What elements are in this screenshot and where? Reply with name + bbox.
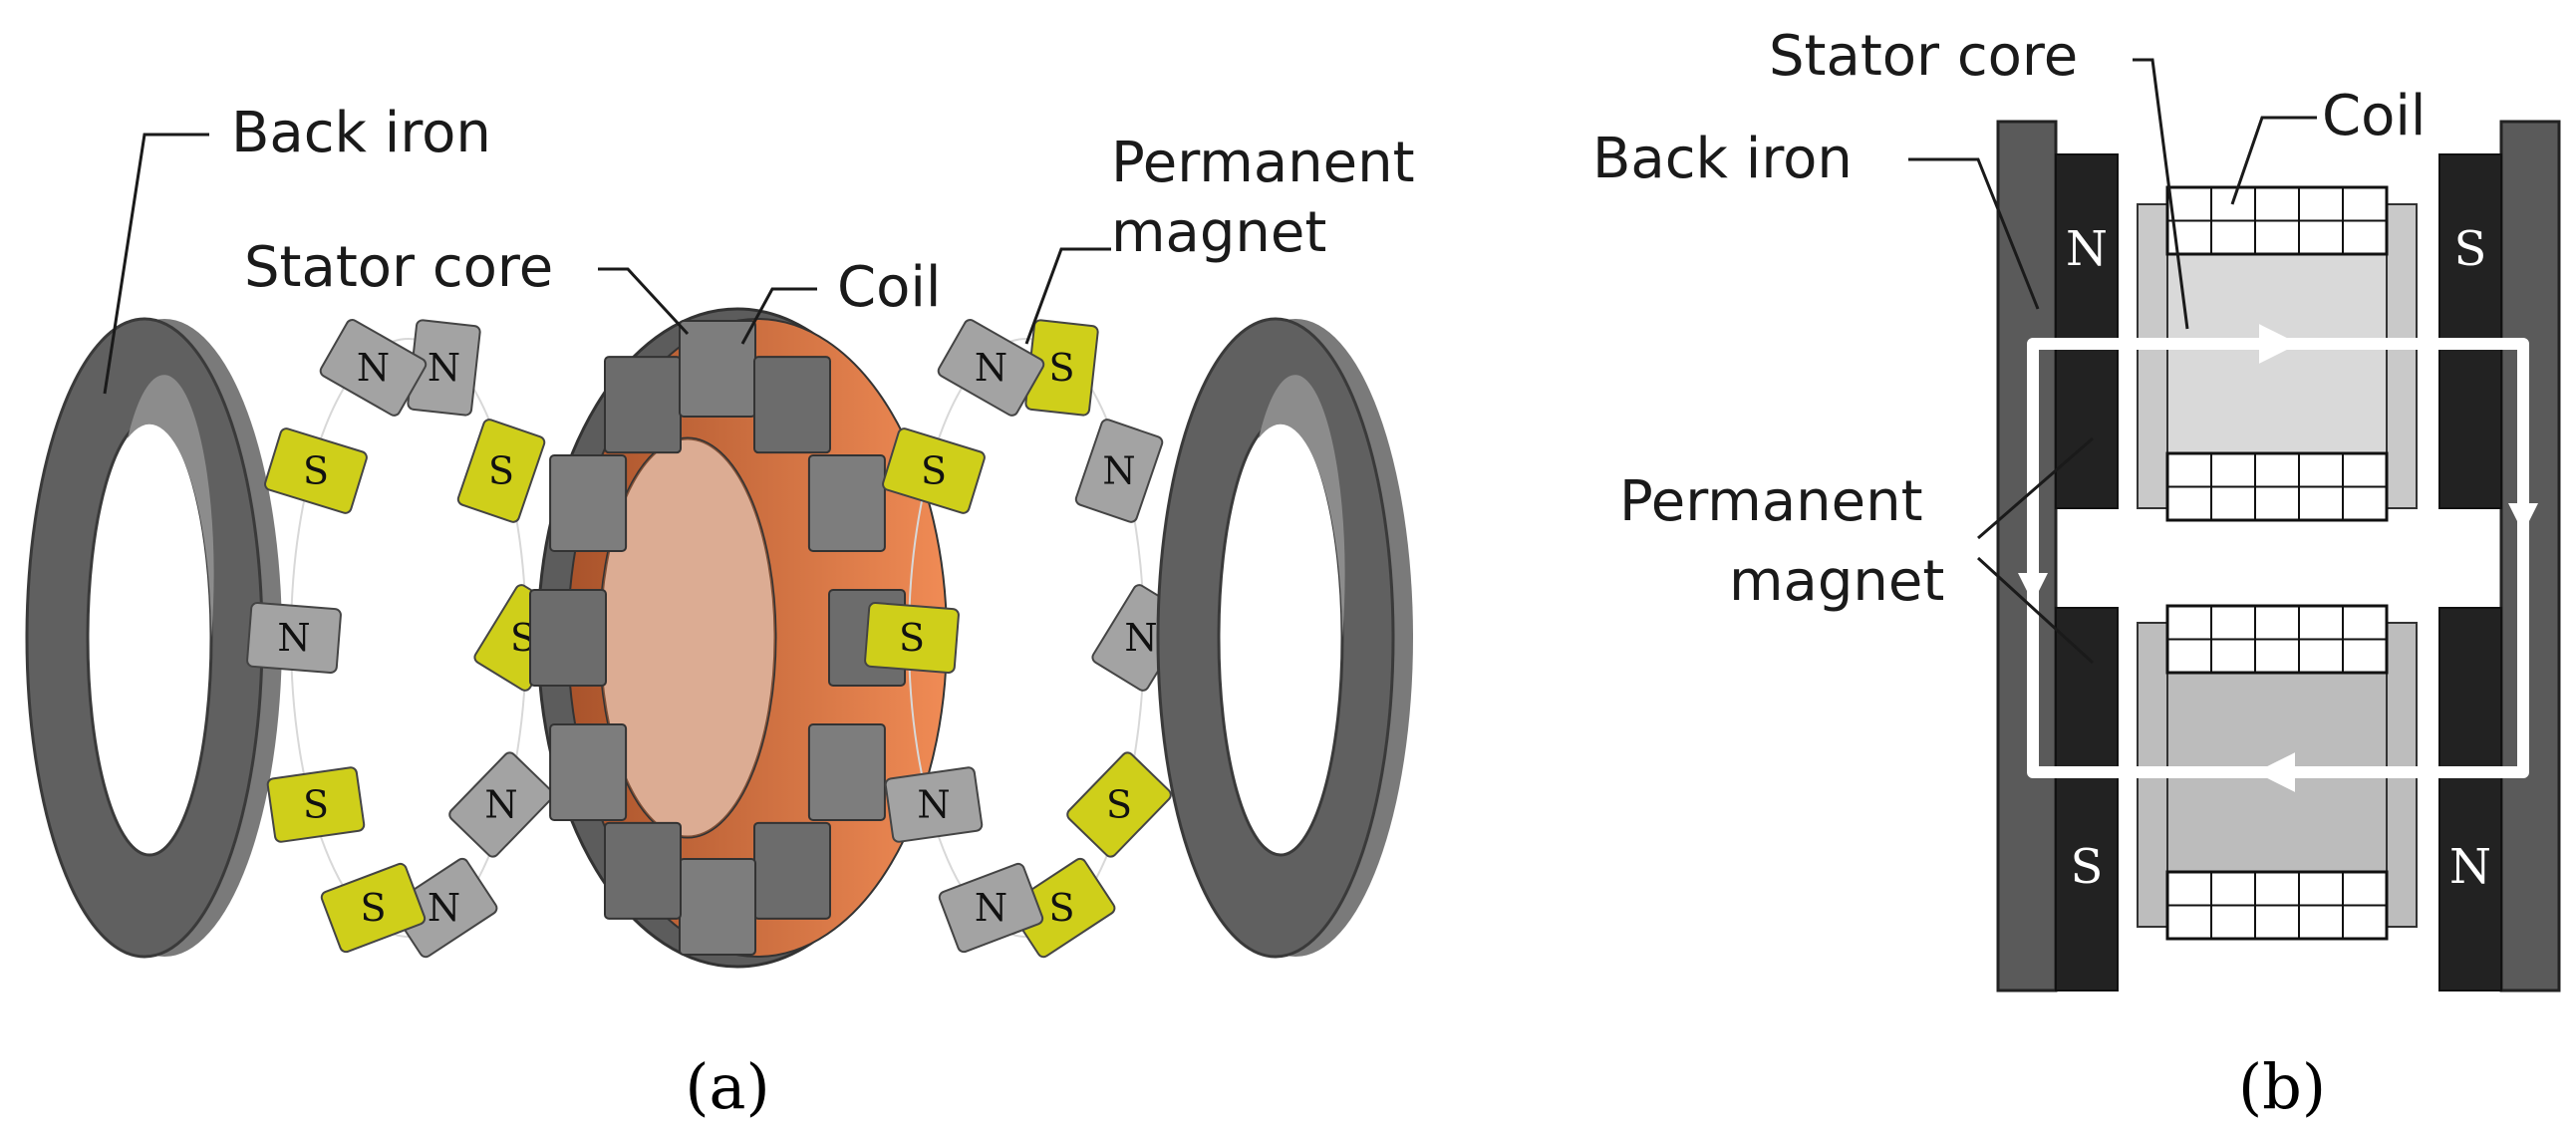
right-ring-magnet-segment xyxy=(937,319,1045,417)
right-ring-magnet-segment xyxy=(864,602,960,674)
magnet-upper-right xyxy=(2438,153,2502,509)
left-ring-pole-label: S xyxy=(360,886,386,930)
label-coil-a: Coil xyxy=(837,255,941,320)
coil-upper-bottom xyxy=(2165,451,2389,522)
right-ring-pole-label: N xyxy=(1102,448,1135,492)
right-ring-pole-label: N xyxy=(975,886,1007,930)
right-ring-magnet-segment xyxy=(882,427,986,514)
right-ring-magnet-segment xyxy=(1007,857,1116,959)
leader-lines-a xyxy=(103,133,1111,395)
flux-arrow-top xyxy=(2259,324,2299,364)
right-ring-pole-label: S xyxy=(1049,346,1075,390)
left-ring-magnet-segment xyxy=(246,602,342,674)
left-ring-pole-label: S xyxy=(303,448,329,492)
back-iron-plate-right xyxy=(2499,120,2561,992)
left-ring-pole-label: N xyxy=(428,346,460,390)
right-ring-pole-label: N xyxy=(975,346,1007,390)
left-ring-magnet-segment xyxy=(390,857,498,959)
label-back-iron-a: Back iron xyxy=(231,101,491,165)
leader-lines-b xyxy=(1908,58,2317,665)
label-stator-core-a: Stator core xyxy=(244,235,553,300)
left-ring-magnet-segment xyxy=(319,319,428,417)
label-coil-b: Coil xyxy=(2322,84,2426,148)
caption-a: (a) xyxy=(685,1050,769,1123)
stator-flange-upper-left xyxy=(2137,203,2168,509)
stator-tooth xyxy=(807,454,886,552)
stator-teeth xyxy=(529,320,906,956)
left-ring-magnet-segment xyxy=(264,427,368,514)
left-ring-pole-label: S xyxy=(303,783,329,827)
label-magnet-a: magnet xyxy=(1111,200,1326,265)
right-ring-pole-label: S xyxy=(921,448,947,492)
right-ring-pole-label: S xyxy=(1049,886,1075,930)
label-magnet-b: magnet xyxy=(1729,549,1944,614)
right-ring-magnet-segment xyxy=(1066,751,1172,858)
stator-tooth xyxy=(549,454,628,552)
stator-tooth xyxy=(753,356,831,454)
stator-tooth xyxy=(604,356,682,454)
pole-lower-right: N xyxy=(2449,839,2491,895)
stator-tooth xyxy=(549,723,628,821)
left-ring-pole-label: N xyxy=(428,886,460,930)
left-ring-pole-label: S xyxy=(488,448,514,492)
stator-tooth xyxy=(604,821,682,920)
stator-tooth xyxy=(679,858,756,956)
magnet-lower-right xyxy=(2438,607,2502,992)
right-ring-pole-label: N xyxy=(917,783,950,827)
label-permanent-a: Permanent xyxy=(1111,131,1415,195)
magnet-lower-left xyxy=(2055,607,2119,992)
coil-lower-bottom xyxy=(2165,870,2389,941)
label-back-iron-b: Back iron xyxy=(1592,127,1853,191)
left-ring-magnet-segment xyxy=(456,419,546,523)
stator-tooth xyxy=(679,320,756,418)
right-ring-magnet-segment xyxy=(884,766,984,843)
stator-tooth xyxy=(753,821,831,920)
flux-arrow-left xyxy=(2018,573,2048,603)
flux-path xyxy=(2027,338,2529,778)
pole-upper-right: S xyxy=(2454,221,2487,277)
stator-tooth xyxy=(529,589,607,687)
left-ring-pole-label: N xyxy=(484,783,517,827)
right-ring-pole-label: S xyxy=(1106,783,1132,827)
stator-coil-assembly xyxy=(529,307,948,969)
coil-upper-top xyxy=(2165,185,2389,256)
stator-flange-upper-right xyxy=(2386,203,2418,509)
back-iron-disc-left xyxy=(25,317,282,959)
magnet-upper-left xyxy=(2055,153,2119,509)
left-ring-pole-label: N xyxy=(357,346,390,390)
flux-arrow-bottom xyxy=(2255,752,2295,792)
panel-b: N S S N Stator core Coil Back iron Perma… xyxy=(1592,24,2561,1123)
pole-lower-left: S xyxy=(2071,839,2104,895)
left-ring-magnet-segment xyxy=(266,766,366,843)
caption-b: (b) xyxy=(2238,1050,2326,1123)
right-ring-pole-label: S xyxy=(899,616,925,660)
label-permanent-b: Permanent xyxy=(1619,469,1923,534)
flux-arrow-right xyxy=(2508,503,2538,533)
right-ring-magnet-segment xyxy=(938,862,1044,954)
left-ring-magnet-segment xyxy=(320,862,427,954)
left-ring-magnet-segment xyxy=(448,751,554,858)
right-ring-magnet-segment xyxy=(1074,419,1164,523)
stator-tooth xyxy=(807,723,886,821)
left-ring-pole-label: N xyxy=(277,616,310,660)
label-stator-core-b: Stator core xyxy=(1769,24,2078,89)
right-ring-pole-label: N xyxy=(1124,616,1157,660)
pole-upper-left: N xyxy=(2066,221,2108,277)
back-iron-disc-right xyxy=(1156,317,1413,959)
coil-lower-top xyxy=(2165,604,2389,675)
